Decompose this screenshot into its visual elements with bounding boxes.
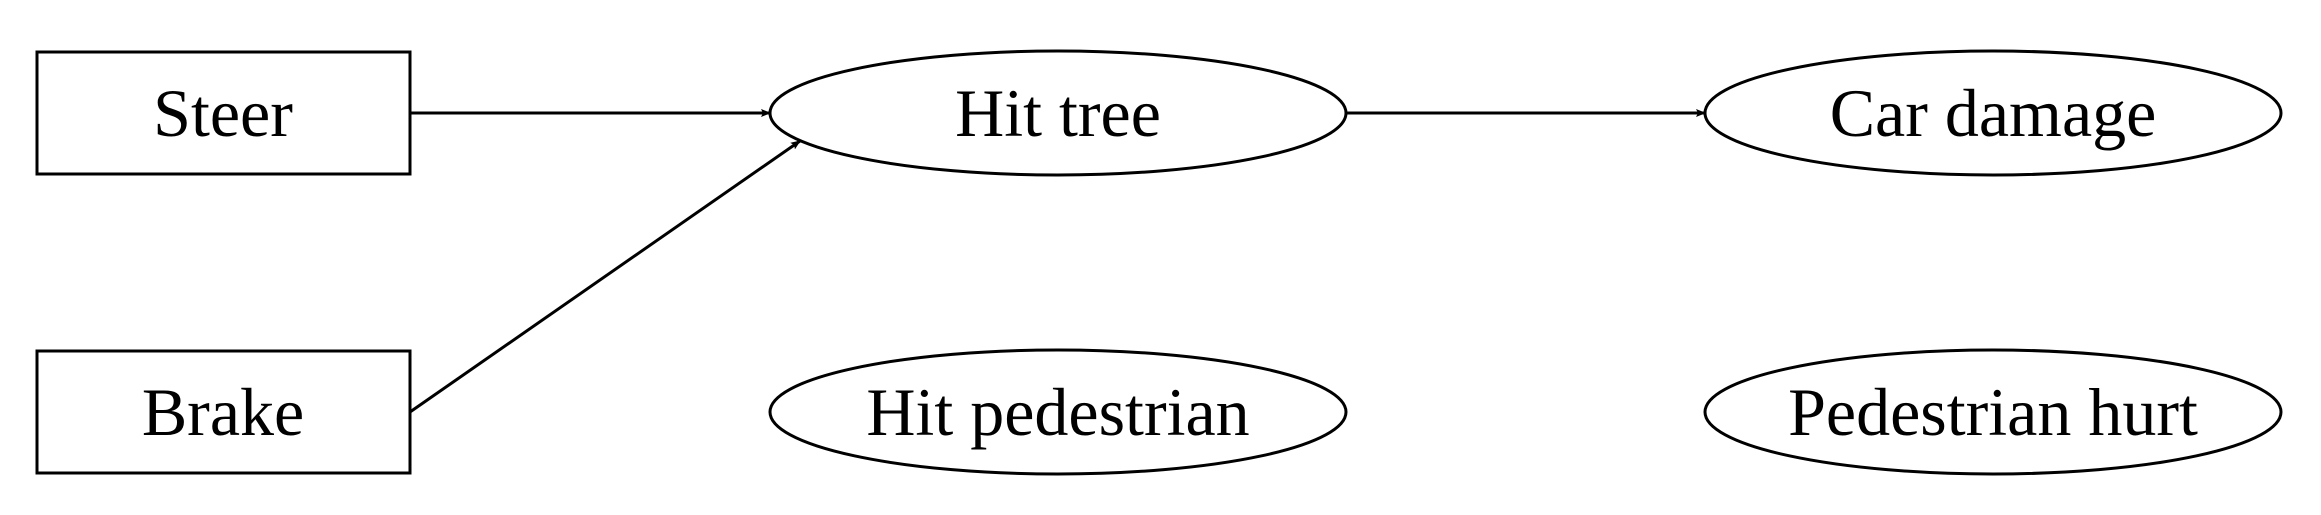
node-hit-tree-label: Hit tree	[955, 75, 1161, 151]
node-steer-label: Steer	[153, 75, 293, 151]
node-steer-box	[35, 50, 412, 176]
node-hit-pedestrian-ellipse	[768, 348, 1348, 476]
node-hit-tree: Hit tree	[768, 49, 1348, 177]
edge-brake-to-hit-tree	[409, 139, 801, 414]
node-brake-label: Brake	[142, 374, 304, 450]
node-car-damage-ellipse	[1703, 49, 2283, 177]
node-pedestrian-hurt-label: Pedestrian hurt	[1788, 374, 2198, 450]
node-hit-pedestrian: Hit pedestrian	[768, 348, 1348, 476]
node-hit-tree-ellipse	[768, 49, 1348, 177]
node-brake-box	[35, 349, 412, 475]
node-car-damage-label: Car damage	[1830, 75, 2157, 151]
node-hit-pedestrian-label: Hit pedestrian	[866, 374, 1249, 450]
node-steer: Steer	[35, 50, 412, 176]
edges	[409, 109, 1706, 414]
node-pedestrian-hurt: Pedestrian hurt	[1703, 348, 2283, 476]
node-car-damage: Car damage	[1703, 49, 2283, 177]
node-brake: Brake	[35, 349, 412, 475]
node-pedestrian-hurt-ellipse	[1703, 348, 2283, 476]
